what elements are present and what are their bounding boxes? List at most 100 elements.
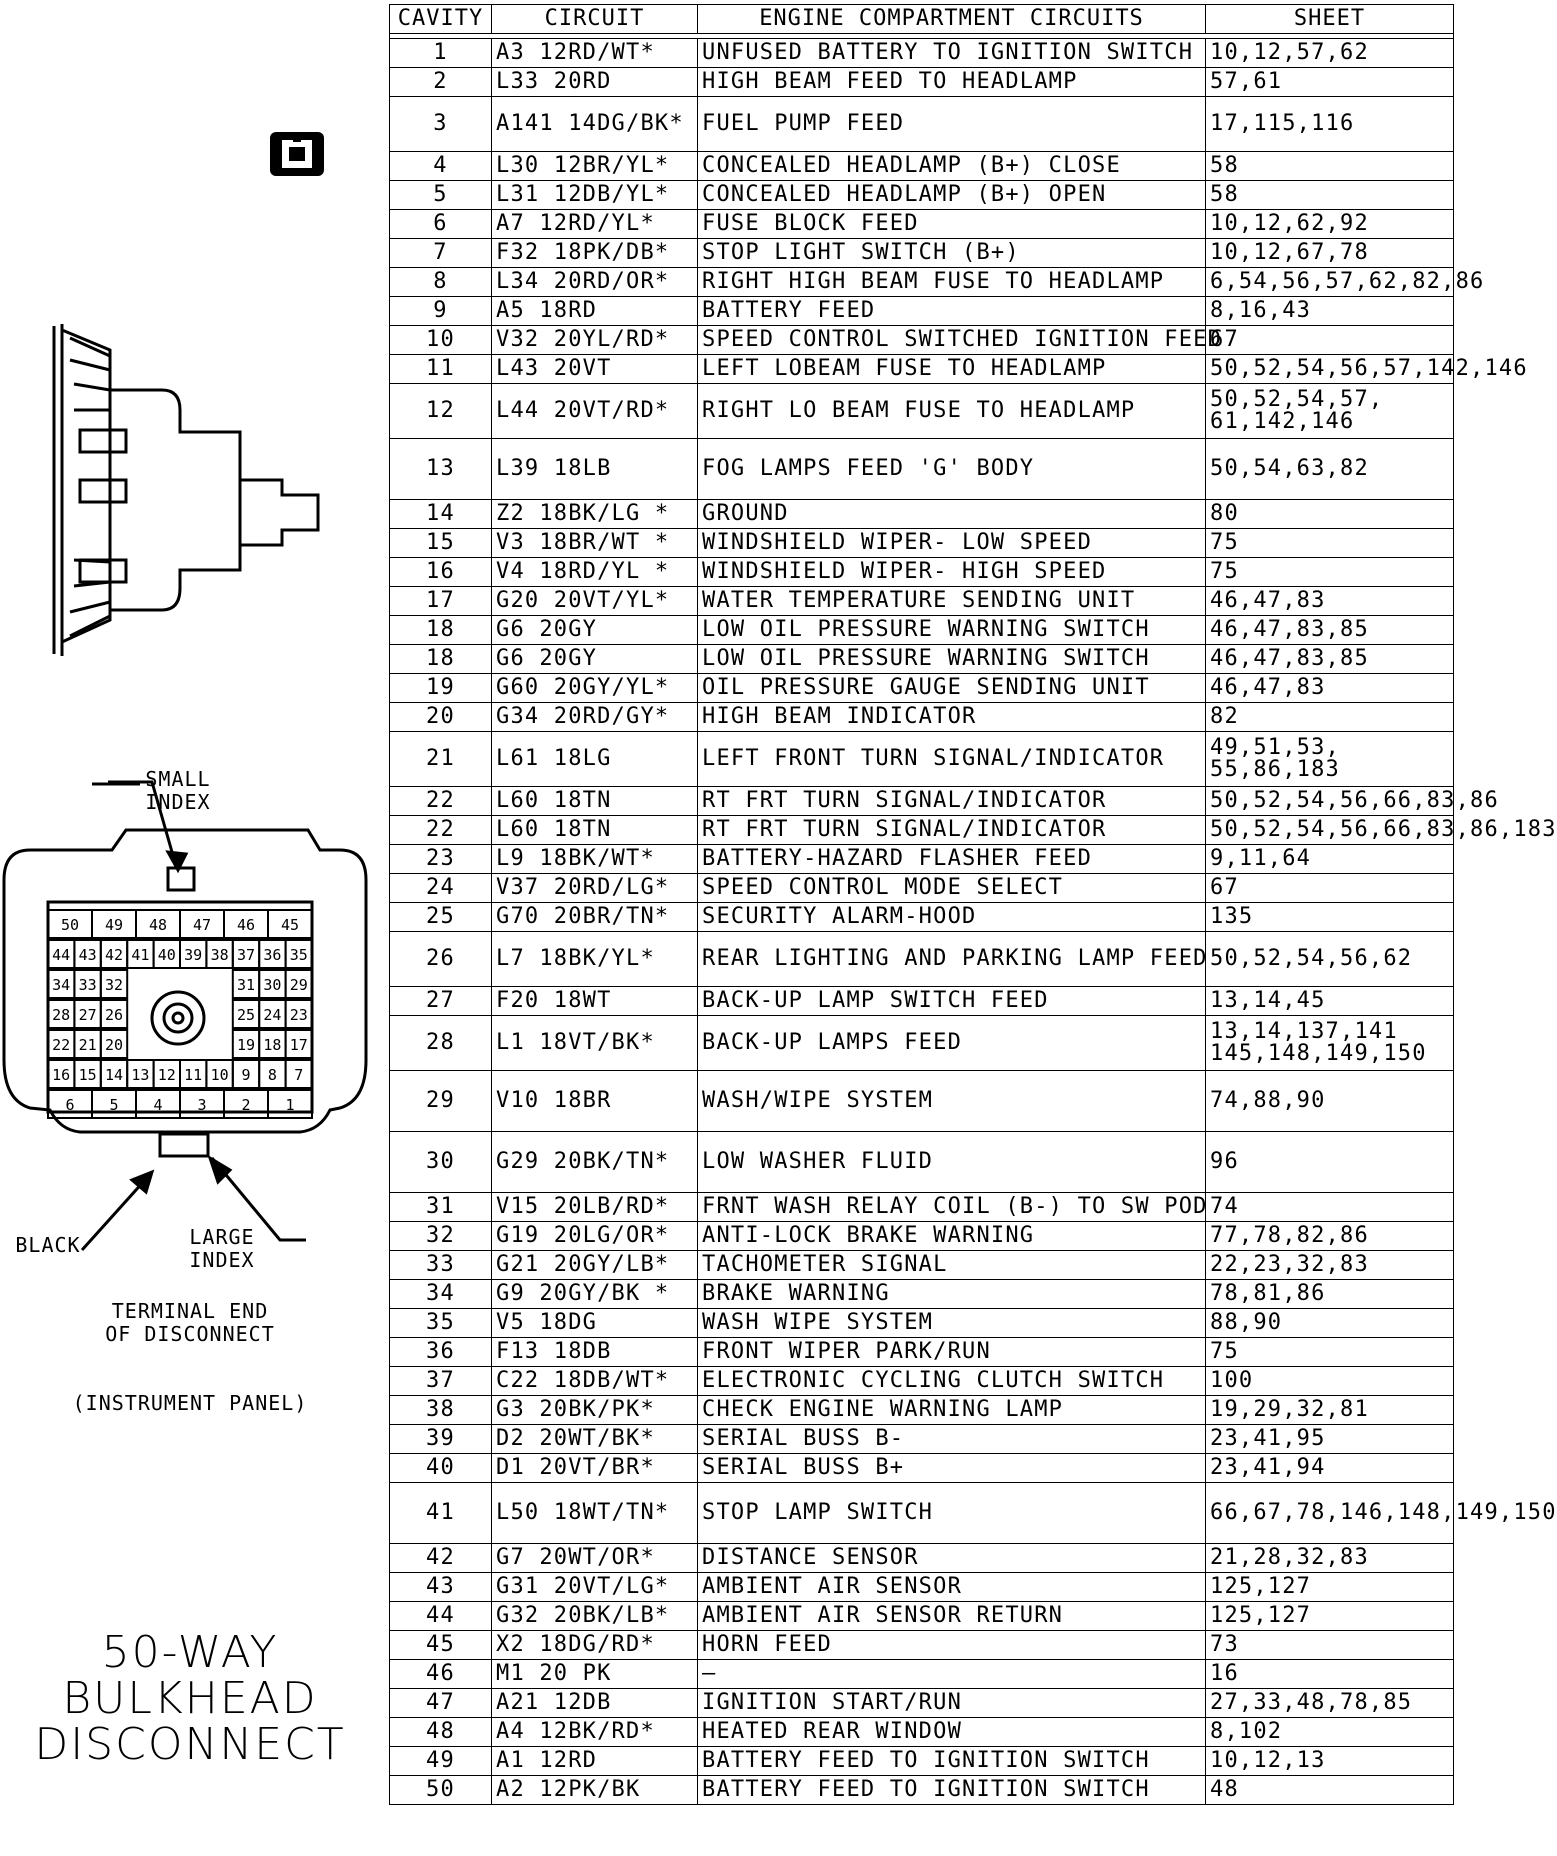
sheet-cell: 88,90	[1205, 1308, 1454, 1338]
pin-cell	[99, 1029, 129, 1059]
cavity-cell: 14	[389, 499, 492, 529]
pin-label: 22	[52, 1036, 70, 1054]
pin-cell	[284, 999, 314, 1029]
sheet-cell: 23,41,94	[1205, 1453, 1454, 1483]
description-cell: BRAKE WARNING	[697, 1279, 1206, 1309]
header-description: ENGINE COMPARTMENT CIRCUITS	[697, 4, 1206, 34]
circuit-cell: G6 20GY	[491, 644, 698, 674]
circuit-cell: L33 20RD	[491, 67, 698, 97]
sheet-cell: 16	[1205, 1659, 1454, 1689]
sheet-cell: 58	[1205, 180, 1454, 210]
circuit-cell: D1 20VT/BR*	[491, 1453, 698, 1483]
sheet-cell: 50,52,54,57, 61,142,146	[1205, 383, 1454, 439]
sheet-cell: 10,12,62,92	[1205, 209, 1454, 239]
description-cell: ANTI-LOCK BRAKE WARNING	[697, 1221, 1206, 1251]
cavity-cell: 19	[389, 673, 492, 703]
header-sheet: SHEET	[1205, 4, 1454, 34]
circuit-cell: V37 20RD/LG*	[491, 873, 698, 903]
cavity-cell: 4	[389, 151, 492, 181]
pin-label: 34	[52, 976, 70, 994]
description-cell: CONCEALED HEADLAMP (B+) CLOSE	[697, 151, 1206, 181]
circuit-cell: A141 14DG/BK*	[491, 96, 698, 152]
cavity-cell: 34	[389, 1279, 492, 1309]
circuit-cell: F32 18PK/DB*	[491, 238, 698, 268]
circuit-cell: G3 20BK/PK*	[491, 1395, 698, 1425]
cavity-cell: 21	[389, 731, 492, 787]
sheet-cell: 49,51,53, 55,86,183	[1205, 731, 1454, 787]
sheet-cell: 74	[1205, 1192, 1454, 1222]
circuit-cell: G19 20LG/OR*	[491, 1221, 698, 1251]
cavity-cell: 46	[389, 1659, 492, 1689]
description-cell: LOW WASHER FLUID	[697, 1131, 1206, 1193]
pin-label: 24	[263, 1006, 281, 1024]
cavity-cell: 10	[389, 325, 492, 355]
circuit-cell: G32 20BK/LB*	[491, 1601, 698, 1631]
description-cell: CONCEALED HEADLAMP (B+) OPEN	[697, 180, 1206, 210]
pin-label: 47	[193, 916, 211, 934]
description-cell: GROUND	[697, 499, 1206, 529]
cavity-cell: 27	[389, 986, 492, 1016]
pin-label: 19	[237, 1036, 255, 1054]
circuit-cell: L34 20RD/OR*	[491, 267, 698, 297]
circuit-cell: L39 18LB	[491, 438, 698, 500]
sheet-cell: 67	[1205, 325, 1454, 355]
cavity-cell: 26	[389, 931, 492, 987]
description-cell: REAR LIGHTING AND PARKING LAMP FEED	[697, 931, 1206, 987]
circuit-cell: A4 12BK/RD*	[491, 1717, 698, 1747]
circuit-cell: C22 18DB/WT*	[491, 1366, 698, 1396]
cavity-cell: 23	[389, 844, 492, 874]
sheet-cell: 73	[1205, 1630, 1454, 1660]
pin-label: 6	[65, 1096, 74, 1114]
cavity-cell: 18	[389, 644, 492, 674]
pin-label: 26	[105, 1006, 123, 1024]
sheet-cell: 10,12,67,78	[1205, 238, 1454, 268]
cavity-cell: 22	[389, 815, 492, 845]
circuit-cell: L30 12BR/YL*	[491, 151, 698, 181]
circuit-cell: G60 20GY/YL*	[491, 673, 698, 703]
pin-label: 11	[184, 1066, 202, 1084]
circuit-cell: G7 20WT/OR*	[491, 1543, 698, 1573]
circuit-cell: L61 18LG	[491, 731, 698, 787]
sheet-cell: 13,14,45	[1205, 986, 1454, 1016]
cavity-cell: 29	[389, 1070, 492, 1132]
sheet-cell: 9,11,64	[1205, 844, 1454, 874]
description-cell: FRNT WASH RELAY COIL (B-) TO SW POD	[697, 1192, 1206, 1222]
cavity-cell: 45	[389, 1630, 492, 1660]
description-cell: FOG LAMPS FEED 'G' BODY	[697, 438, 1206, 500]
description-cell: BATTERY FEED TO IGNITION SWITCH	[697, 1746, 1206, 1776]
circuit-cell: G34 20RD/GY*	[491, 702, 698, 732]
large-index-label: LARGE INDEX	[189, 1225, 255, 1272]
sheet-cell: 58	[1205, 151, 1454, 181]
pin-label: 42	[105, 946, 123, 964]
pin-label: 33	[79, 976, 97, 994]
terminal-end-label: TERMINAL END OF DISCONNECT	[105, 1299, 275, 1346]
pin-label: 23	[290, 1006, 308, 1024]
sheet-cell: 77,78,82,86	[1205, 1221, 1454, 1251]
description-cell: SERIAL BUSS B-	[697, 1424, 1206, 1454]
sheet-cell: 75	[1205, 557, 1454, 587]
description-cell: CHECK ENGINE WARNING LAMP	[697, 1395, 1206, 1425]
pin-label: 25	[237, 1006, 255, 1024]
description-cell: HIGH BEAM FEED TO HEADLAMP	[697, 67, 1206, 97]
circuit-cell: L60 18TN	[491, 815, 698, 845]
cavity-cell: 16	[389, 557, 492, 587]
circuit-cell: X2 18DG/RD*	[491, 1630, 698, 1660]
cavity-cell: 6	[389, 209, 492, 239]
sheet-cell: 19,29,32,81	[1205, 1395, 1454, 1425]
